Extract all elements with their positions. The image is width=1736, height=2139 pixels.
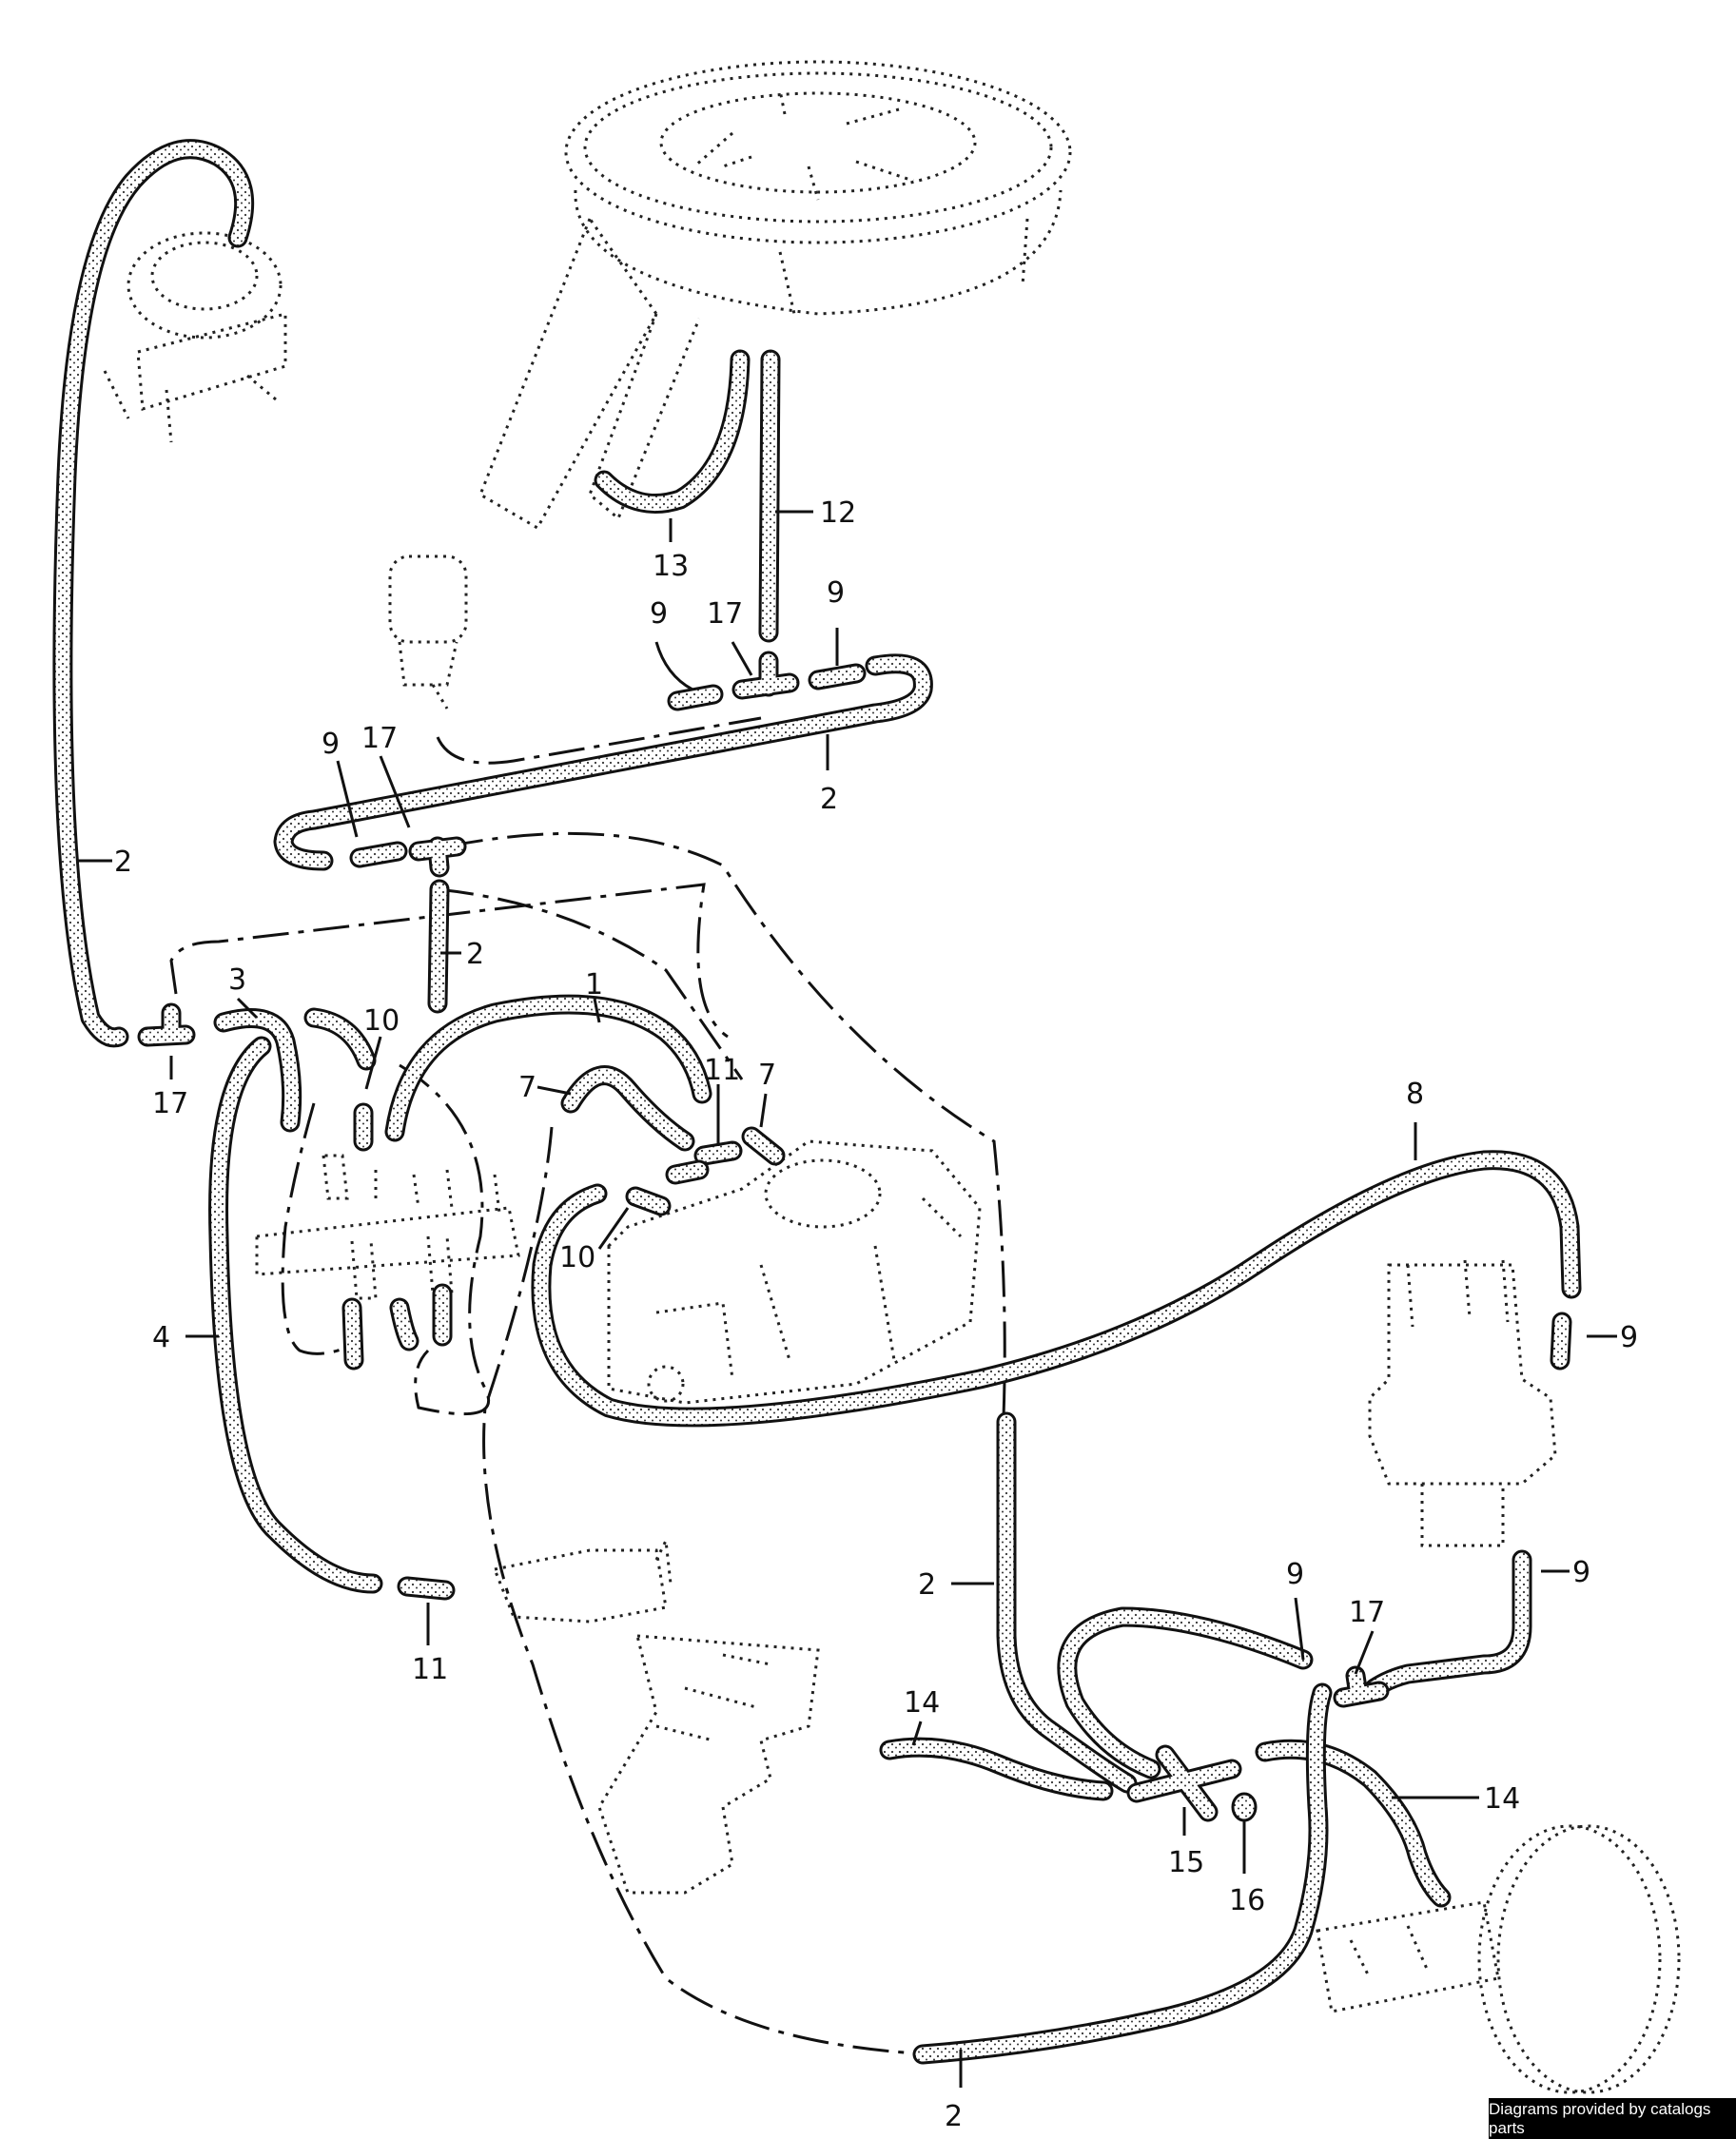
hose-11-b[interactable] <box>665 1159 710 1185</box>
callout-2-right: 2 <box>918 1568 936 1602</box>
cross-connector-15[interactable] <box>1126 1744 1242 1822</box>
hose-7-a[interactable] <box>560 1065 695 1152</box>
callout-11-mid: 11 <box>704 1054 740 1087</box>
callout-labels: 2 13 12 9 17 9 2 9 17 2 3 10 1 11 7 7 17… <box>114 496 1638 2133</box>
hose-9-f[interactable] <box>1364 1549 1532 1699</box>
callout-13: 13 <box>653 550 689 583</box>
callout-9-dist: 9 <box>1620 1321 1638 1354</box>
hose-11-a[interactable] <box>693 1140 743 1166</box>
hose-9-d[interactable] <box>1550 1312 1572 1371</box>
callout-7-left: 7 <box>518 1071 536 1104</box>
callout-17-mid: 17 <box>361 722 398 755</box>
callout-10-lower: 10 <box>559 1241 595 1274</box>
t-piece-17-right[interactable] <box>1333 1665 1390 1708</box>
callout-15: 15 <box>1168 1846 1204 1879</box>
callout-17-top: 17 <box>707 597 743 631</box>
hose-lower-injector-stubs[interactable] <box>341 1283 453 1371</box>
callout-2-left: 2 <box>114 846 132 879</box>
air-filter-housing-icon <box>478 60 1072 531</box>
callout-2-bottom: 2 <box>945 2100 963 2133</box>
vacuum-unit-icon <box>388 554 468 710</box>
callout-2-upper: 2 <box>820 783 838 816</box>
callout-11-lower: 11 <box>412 1653 448 1686</box>
hose-9-a[interactable] <box>667 684 724 711</box>
hose-2-upper-loop[interactable] <box>273 653 933 871</box>
callout-17-left: 17 <box>152 1087 188 1120</box>
callout-9-top-a: 9 <box>650 597 668 631</box>
carburetor-icon <box>607 1139 982 1405</box>
hose-2-long-left[interactable] <box>52 139 255 1048</box>
hose-9-c[interactable] <box>349 841 408 868</box>
callout-14-left: 14 <box>904 1686 940 1720</box>
hose-1[interactable] <box>384 994 712 1142</box>
hose-short-upper-left[interactable] <box>303 1007 377 1071</box>
brake-booster-icon <box>1316 1824 1681 2094</box>
fuel-injector-rail-icon <box>255 1154 520 1300</box>
hose-11-c[interactable] <box>397 1576 456 1601</box>
callout-3: 3 <box>228 963 246 997</box>
callout-14-right: 14 <box>1484 1782 1520 1816</box>
hose-2-bottom[interactable] <box>912 1682 1333 2065</box>
temperature-sensor-icon <box>492 1535 673 1624</box>
t-piece-17-middle[interactable] <box>408 836 467 878</box>
hose-9-e[interactable] <box>1057 1606 1314 1779</box>
t-piece-17-left[interactable] <box>137 1002 196 1047</box>
callout-8: 8 <box>1406 1078 1424 1111</box>
diagram-credit: Diagrams provided by catalogs parts <box>1489 2098 1736 2139</box>
engine-bracket-icon <box>597 1634 820 1895</box>
hose-10-b[interactable] <box>625 1186 672 1216</box>
callout-9-right: 9 <box>1286 1558 1304 1591</box>
callout-leaders <box>78 510 1617 2088</box>
t-piece-17-top[interactable] <box>731 651 800 700</box>
distributor-icon <box>1368 1259 1557 1547</box>
hose-7-b[interactable] <box>741 1126 786 1166</box>
hose-2-vertical-right[interactable] <box>996 1411 1138 1794</box>
hose-12[interactable] <box>758 349 781 643</box>
callout-10-top: 10 <box>363 1004 400 1038</box>
hose-14-right[interactable] <box>1255 1739 1452 1908</box>
callout-16: 16 <box>1229 1884 1265 1917</box>
hose-9-b[interactable] <box>808 663 867 690</box>
hose-14-left[interactable] <box>879 1737 1114 1801</box>
callout-1: 1 <box>585 968 603 1001</box>
callout-9-mid: 9 <box>322 728 340 761</box>
cap-16[interactable] <box>1231 1792 1258 1822</box>
callout-9-top-b: 9 <box>827 576 845 610</box>
routing-lines <box>169 716 1006 2056</box>
hose-8[interactable] <box>531 1150 1582 1428</box>
hose-3[interactable] <box>213 1008 302 1133</box>
callout-2-mid: 2 <box>466 938 484 971</box>
callout-7-right: 7 <box>758 1059 776 1092</box>
hose-2-middle[interactable] <box>427 879 450 1014</box>
hose-13[interactable] <box>594 349 751 514</box>
callout-12: 12 <box>820 496 856 530</box>
callout-4: 4 <box>152 1321 170 1354</box>
hose-4[interactable] <box>208 1036 383 1594</box>
callout-17-right: 17 <box>1349 1596 1385 1629</box>
callout-9-dist-low: 9 <box>1572 1556 1590 1589</box>
valve-assembly-icon <box>103 231 287 443</box>
